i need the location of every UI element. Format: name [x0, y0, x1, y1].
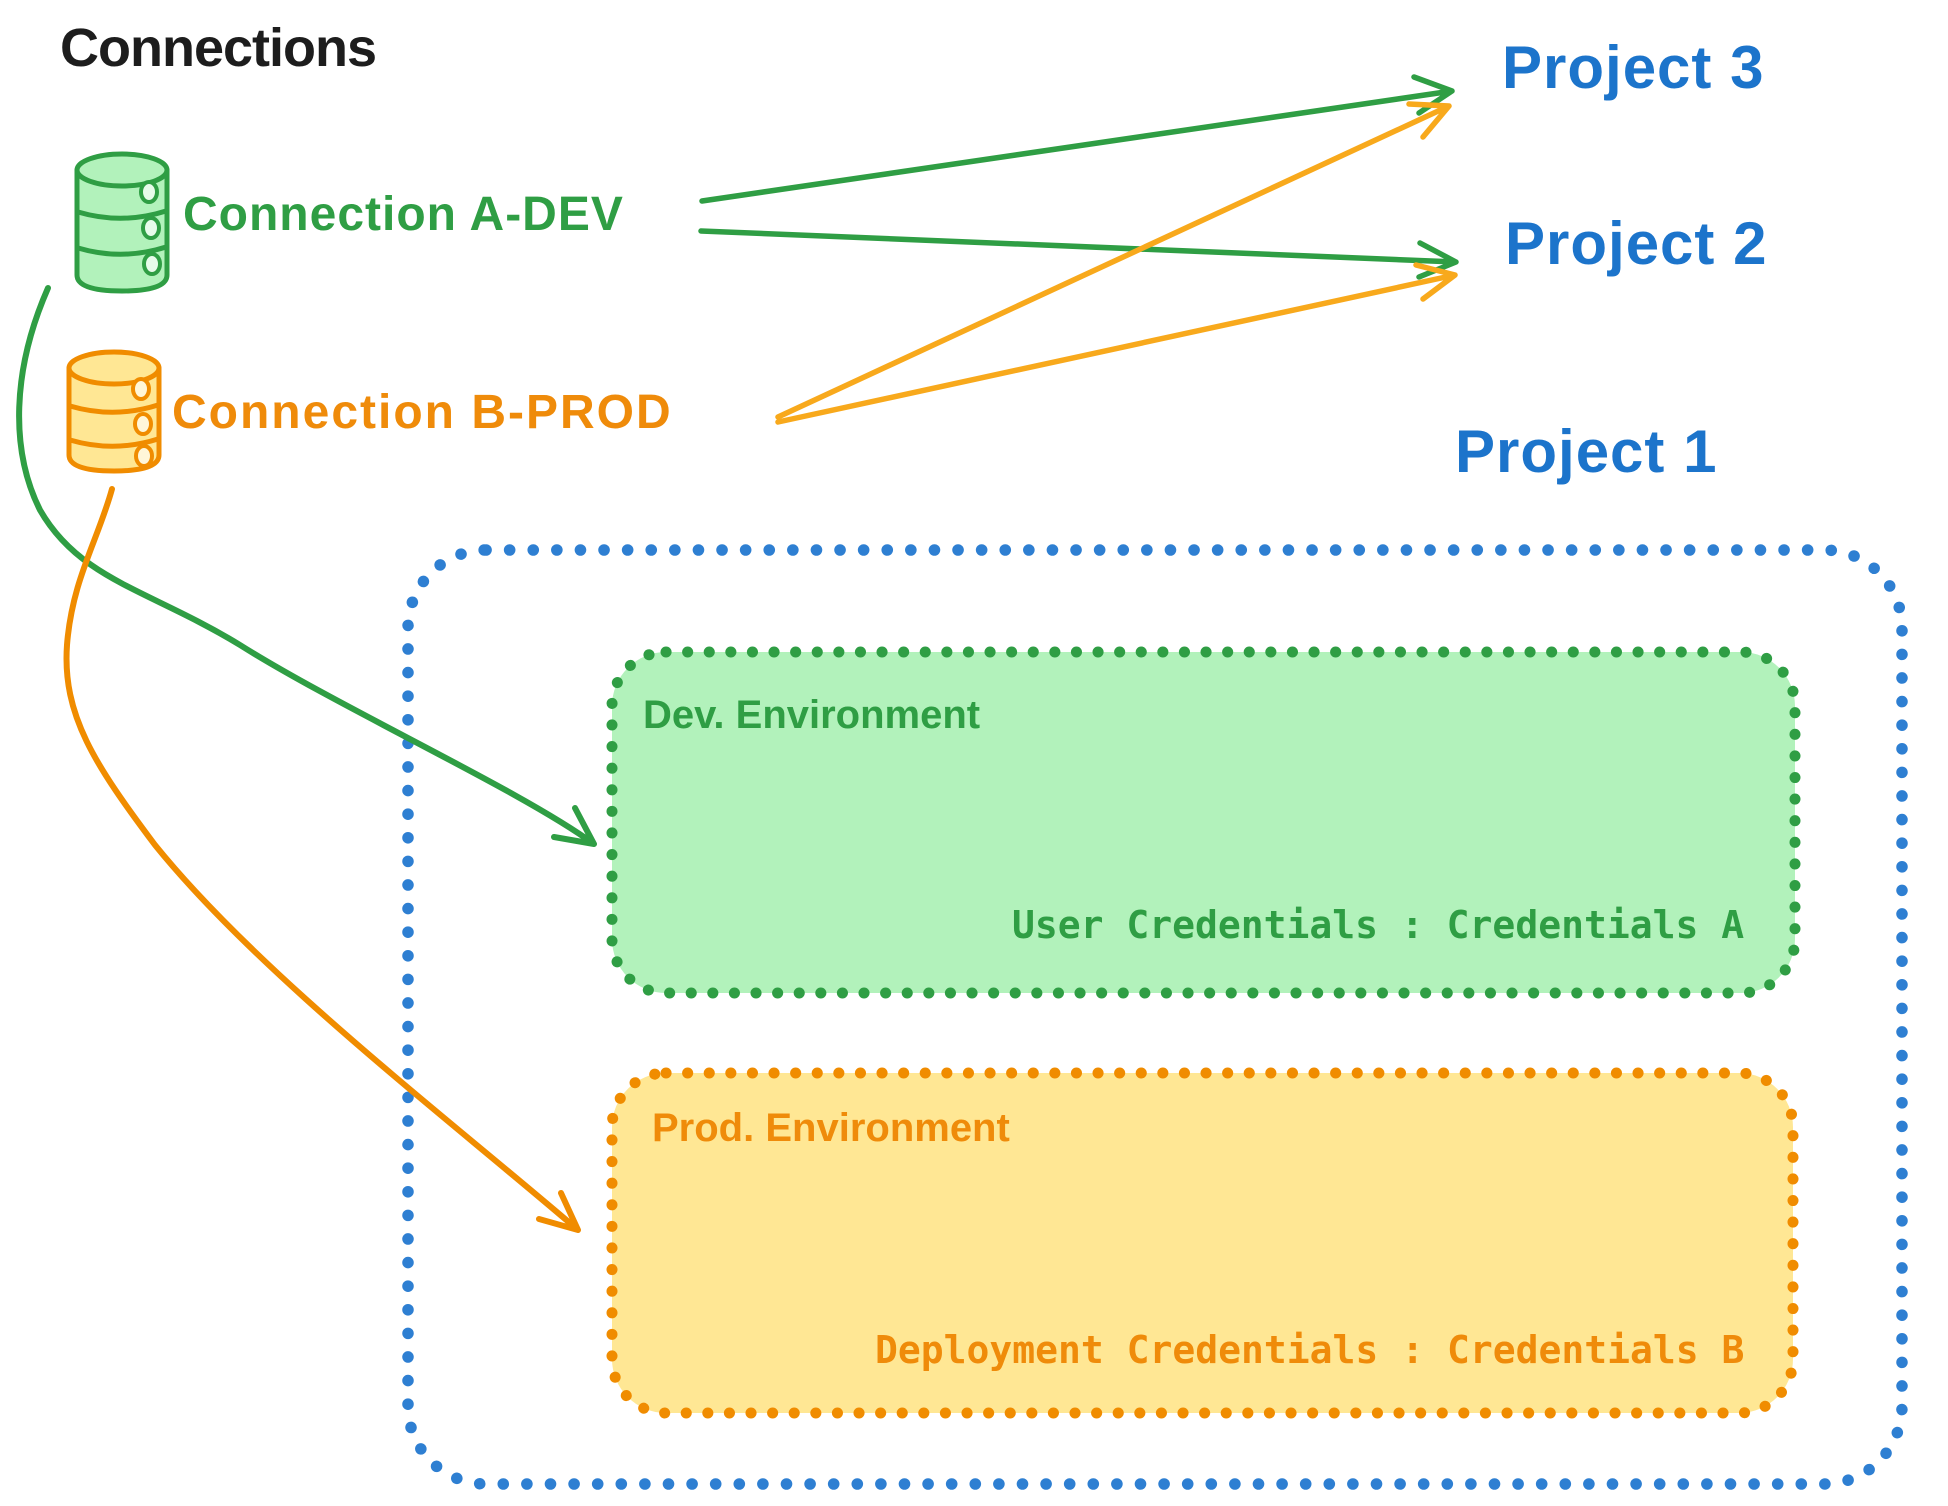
connection-a-dev-label: Connection A-DEV [183, 188, 624, 241]
arrow-a-dev-to-dev-environment [16, 285, 597, 847]
database-icon-a-dev [74, 151, 170, 294]
arrow-b-prod-to-project-2 [775, 262, 1458, 425]
database-icon-b-prod [66, 349, 162, 474]
arrow-a-dev-to-project-2 [698, 228, 1459, 280]
dev-environment-credentials: User Credentials : Credentials A [1012, 903, 1745, 947]
prod-environment-credentials: Deployment Credentials : Credentials B [875, 1328, 1745, 1372]
prod-environment-box [606, 1067, 1799, 1419]
arrow-b-prod-to-prod-environment [63, 486, 581, 1233]
project-1-label: Project 1 [1455, 418, 1718, 485]
arrow-b-prod-to-project-3 [775, 101, 1452, 420]
project-2-label: Project 2 [1505, 210, 1768, 277]
project-3-label: Project 3 [1502, 34, 1765, 101]
connection-b-prod-label: Connection B-PROD [172, 386, 673, 439]
dev-environment-box [606, 646, 1801, 999]
dev-environment-title: Dev. Environment [643, 693, 981, 737]
arrow-a-dev-to-project-3 [699, 74, 1455, 204]
diagram-title: Connections [60, 18, 377, 78]
prod-environment-title: Prod. Environment [652, 1106, 1010, 1150]
